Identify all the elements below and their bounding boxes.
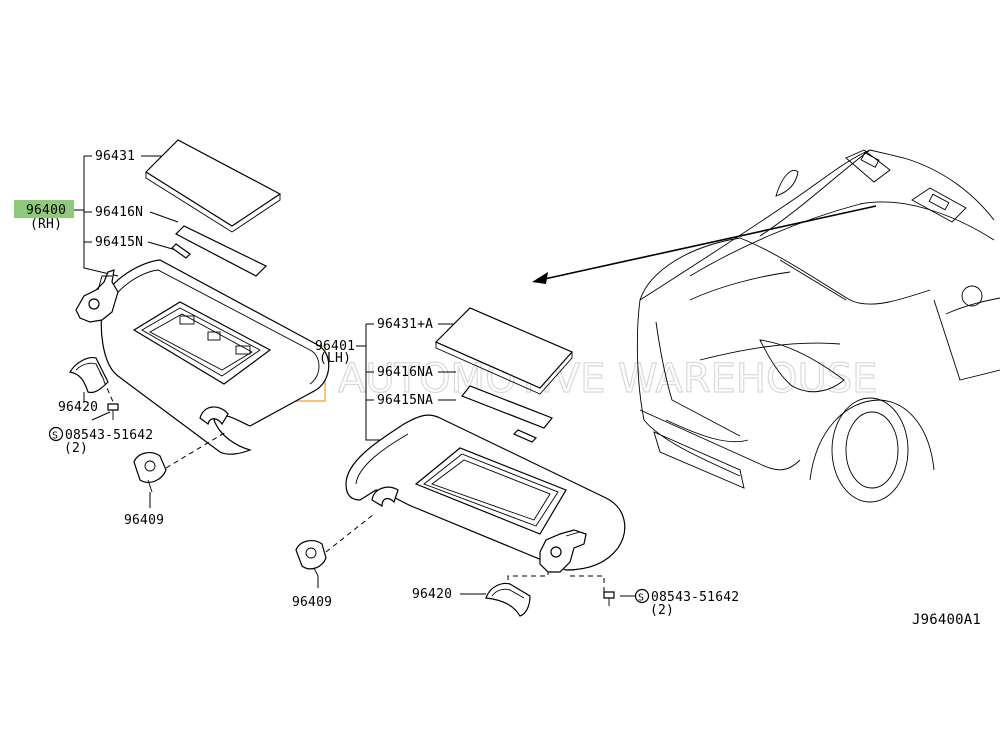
lh-visor-body xyxy=(345,414,626,571)
lh-mirror-cover xyxy=(434,307,574,395)
rh-holder xyxy=(69,357,109,394)
lh-hook-label: 96409 xyxy=(292,595,332,610)
rh-mirror-label: 96416N xyxy=(95,205,143,220)
rh-hook-dashline xyxy=(165,431,227,469)
lh-hook xyxy=(295,540,327,577)
rh-assembly: 96400 (RH) 96431 96416N 96415N xyxy=(14,139,330,528)
lh-bracket xyxy=(356,323,408,441)
rh-pivot-hinge xyxy=(75,269,119,323)
lh-holder xyxy=(485,582,531,617)
rh-screw-qty: (2) xyxy=(64,441,88,456)
rh-screw-leader xyxy=(91,411,111,421)
rh-lamp-leader xyxy=(147,241,177,251)
lh-screw-symbol xyxy=(634,588,650,604)
rh-mirror-cover xyxy=(145,139,282,233)
lh-lamp-label: 96415NA xyxy=(377,393,433,408)
callout-arrow-line xyxy=(539,205,877,281)
rh-visor-body xyxy=(100,259,330,455)
rh-screw-symbol-letter: S xyxy=(52,431,58,442)
rh-part-number: 96400 xyxy=(26,203,66,218)
lh-mirror-glass xyxy=(461,385,553,429)
lh-screw-label: 08543-51642 xyxy=(651,590,739,605)
lh-assembly: 96401 (LH) 96431+A 96416NA 96415NA xyxy=(292,307,739,618)
lh-side-label: (LH) xyxy=(319,351,351,366)
car-illustration xyxy=(532,149,1000,503)
lh-pivot-hinge xyxy=(539,529,587,573)
rh-bracket xyxy=(74,155,119,277)
rh-screw xyxy=(99,371,119,420)
lh-screw-symbol-letter: S xyxy=(638,593,644,604)
rh-hook xyxy=(133,452,167,493)
rh-cover-label: 96431 xyxy=(95,149,135,164)
watermark-text: AUTOMOTIVE WAREHOUSE xyxy=(338,356,877,402)
lh-part-number: 96401 xyxy=(315,339,355,354)
lh-screw-qty: (2) xyxy=(650,603,674,618)
lh-hook-dashline xyxy=(325,513,375,553)
rh-lamp xyxy=(171,243,191,259)
rh-mirror-glass xyxy=(174,225,268,277)
rh-holder-label: 96420 xyxy=(58,400,98,415)
rh-hook-label: 96409 xyxy=(124,513,164,528)
callout-arrowhead xyxy=(532,272,548,284)
rh-lamp-label: 96415N xyxy=(95,235,143,250)
rh-screw-symbol xyxy=(48,426,64,442)
lh-screw xyxy=(603,591,615,606)
diagram-code: J96400A1 xyxy=(912,612,981,628)
rh-mirror-leader xyxy=(149,211,179,223)
rh-side-label: (RH) xyxy=(30,217,62,232)
rh-part-highlight xyxy=(14,200,74,218)
lh-holder-label: 96420 xyxy=(412,587,452,602)
lh-lamp xyxy=(512,429,538,443)
lh-mirror-label: 96416NA xyxy=(377,365,433,380)
rh-screw-label: 08543-51642 xyxy=(65,428,153,443)
lh-cover-label: 96431+A xyxy=(377,317,433,332)
lh-dash-box xyxy=(507,572,605,592)
